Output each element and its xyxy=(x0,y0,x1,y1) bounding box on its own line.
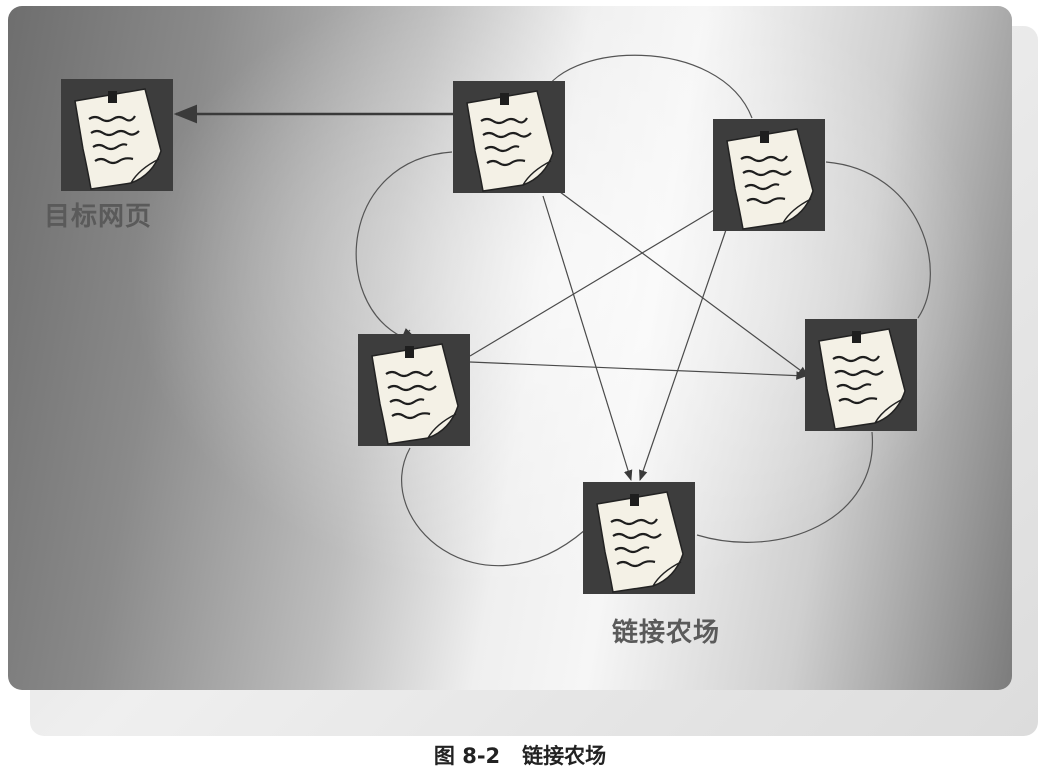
farm-page-bottom-icon xyxy=(583,482,695,594)
farm-page-left-icon xyxy=(358,334,470,446)
farm-ring xyxy=(355,54,931,567)
farm-page-top-icon xyxy=(453,81,565,193)
target-page-icon xyxy=(61,79,173,191)
figure-caption: 图 8-2 链接农场 xyxy=(433,744,607,768)
target-page-label: 目标网页 xyxy=(44,202,153,232)
farm-links xyxy=(401,191,809,482)
farm-page-far-right-icon xyxy=(805,319,917,431)
farm-page-right-icon xyxy=(713,119,825,231)
farm-label: 链接农场 xyxy=(612,618,721,648)
